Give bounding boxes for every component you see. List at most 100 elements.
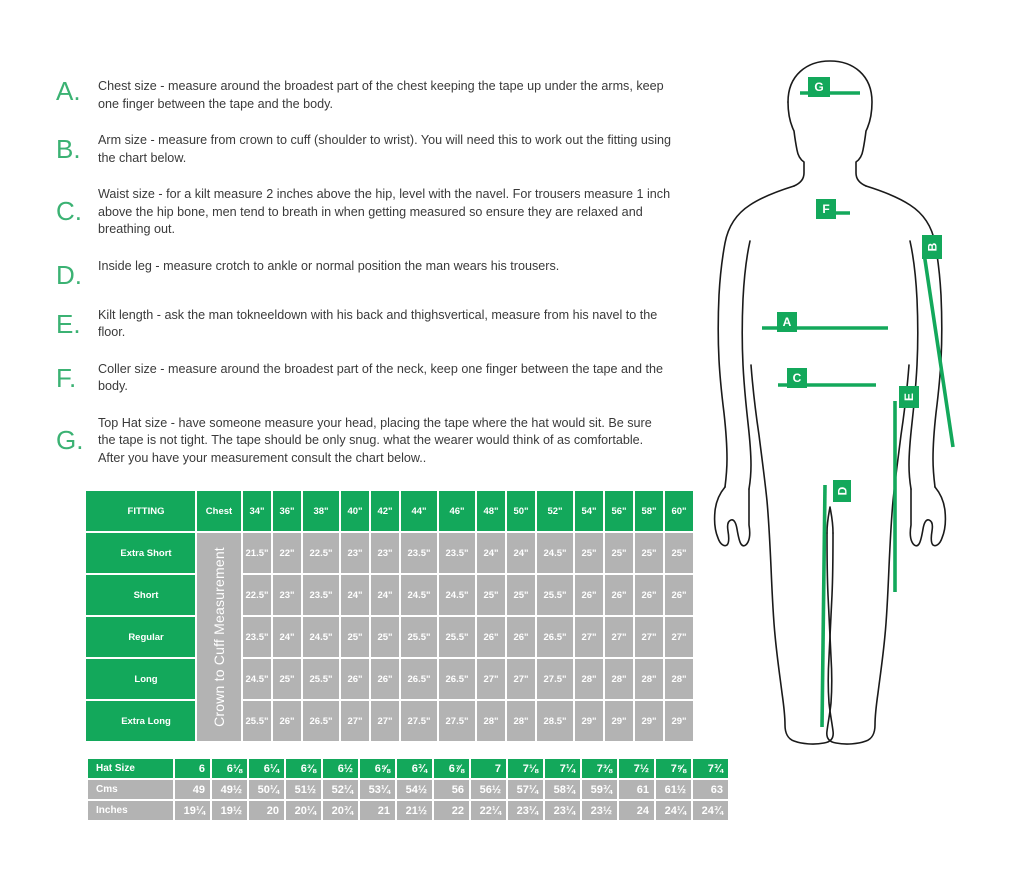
hat-cell-size-13: 7⅝	[656, 759, 691, 778]
hat-cell-size-12: 7½	[619, 759, 654, 778]
cell-long-40: 26"	[341, 659, 369, 699]
hat-cell-size-14: 7¾	[693, 759, 728, 778]
diagram-label-e: E	[899, 386, 919, 408]
cell-extra-long-54: 29"	[575, 701, 603, 741]
cell-long-58: 28"	[635, 659, 663, 699]
right-arm-outer	[865, 185, 943, 488]
hat-cell-inches-12: 24	[619, 801, 654, 820]
cell-long-42: 26"	[371, 659, 399, 699]
cell-regular-46: 25.5"	[439, 617, 475, 657]
instruction-item-f: F. Coller size - measure around the broa…	[52, 361, 672, 396]
cell-short-34: 22.5"	[243, 575, 271, 615]
cell-short-50: 25"	[507, 575, 535, 615]
cell-regular-44: 25.5"	[401, 617, 437, 657]
cell-extra-long-60: 29"	[665, 701, 693, 741]
hat-cell-size-4: 6½	[323, 759, 358, 778]
cell-short-42: 24"	[371, 575, 399, 615]
instruction-text-d: Inside leg - measure crotch to ankle or …	[98, 258, 560, 273]
cell-extra-long-34: 25.5"	[243, 701, 271, 741]
rotated-label-text: Crown to Cuff Measurement	[211, 547, 228, 727]
diagram-label-d-text: D	[834, 486, 849, 496]
instruction-text-b: Arm size - measure from crown to cuff (s…	[98, 133, 672, 165]
header-size-54: 54"	[575, 491, 603, 531]
cell-short-48: 25"	[477, 575, 505, 615]
cell-regular-40: 25"	[341, 617, 369, 657]
cell-short-38: 23.5"	[303, 575, 339, 615]
crown-to-cuff-rotated-label: Crown to Cuff Measurement	[197, 533, 241, 741]
cell-regular-50: 26"	[507, 617, 535, 657]
hat-cell-cms-6: 54½	[397, 780, 432, 799]
instruction-item-b: B. Arm size - measure from crown to cuff…	[52, 132, 672, 167]
cell-long-54: 28"	[575, 659, 603, 699]
hat-cell-size-8: 7	[471, 759, 506, 778]
cell-extra-short-48: 24"	[477, 533, 505, 573]
cell-extra-short-54: 25"	[575, 533, 603, 573]
header-size-50: 50"	[507, 491, 535, 531]
cell-extra-short-44: 23.5"	[401, 533, 437, 573]
cell-regular-42: 25"	[371, 617, 399, 657]
cell-regular-36: 24"	[273, 617, 301, 657]
diagram-label-b: B	[922, 235, 942, 259]
header-size-60: 60"	[665, 491, 693, 531]
cell-extra-short-58: 25"	[635, 533, 663, 573]
cell-short-58: 26"	[635, 575, 663, 615]
table-row: Long 24.5" 25" 25.5" 26" 26" 26.5" 26.5"…	[86, 659, 693, 699]
hat-cell-inches-14: 24¾	[693, 801, 728, 820]
hat-cell-size-9: 7⅛	[508, 759, 543, 778]
table-row: Extra Long 25.5" 26" 26.5" 27" 27" 27.5"…	[86, 701, 693, 741]
instruction-item-g: G. Top Hat size - have someone measure y…	[52, 415, 672, 468]
right-arm-inner	[908, 240, 919, 490]
diagram-label-c-text: C	[792, 371, 802, 385]
header-size-34: 34"	[243, 491, 271, 531]
cell-long-48: 27"	[477, 659, 505, 699]
cell-regular-38: 24.5"	[303, 617, 339, 657]
cell-long-34: 24.5"	[243, 659, 271, 699]
hat-cell-size-3: 6⅜	[286, 759, 321, 778]
cell-extra-short-50: 24"	[507, 533, 535, 573]
cell-extra-short-52: 24.5"	[537, 533, 573, 573]
hat-cell-inches-1: 19½	[212, 801, 247, 820]
header-size-52: 52"	[537, 491, 573, 531]
cell-regular-58: 27"	[635, 617, 663, 657]
cell-regular-54: 27"	[575, 617, 603, 657]
cell-extra-short-56: 25"	[605, 533, 633, 573]
cell-long-46: 26.5"	[439, 659, 475, 699]
instruction-letter-g: G.	[56, 424, 84, 455]
hat-cell-cms-0: 49	[175, 780, 210, 799]
cell-extra-short-34: 21.5"	[243, 533, 271, 573]
hat-cell-cms-7: 56	[434, 780, 469, 799]
diagram-label-f-text: F	[822, 202, 830, 216]
instruction-letter-b: B.	[56, 134, 81, 164]
hat-cell-size-6: 6¾	[397, 759, 432, 778]
hat-cell-inches-9: 23¼	[508, 801, 543, 820]
table-header-row: FITTING Chest 34" 36" 38" 40" 42" 44" 46…	[86, 491, 693, 531]
cell-extra-long-36: 26"	[273, 701, 301, 741]
hat-cell-cms-12: 61	[619, 780, 654, 799]
cell-extra-long-44: 27.5"	[401, 701, 437, 741]
diagram-label-c: C	[787, 368, 807, 388]
cell-extra-long-56: 29"	[605, 701, 633, 741]
hat-cell-cms-8: 56½	[471, 780, 506, 799]
cell-extra-short-60: 25"	[665, 533, 693, 573]
instruction-text-a: Chest size - measure around the broadest…	[98, 79, 664, 111]
diagram-label-g-text: G	[814, 80, 824, 94]
cell-long-44: 26.5"	[401, 659, 437, 699]
hat-cell-cms-13: 61½	[656, 780, 691, 799]
hat-row-inches: Inches 19¼ 19½ 20 20¼ 20¾ 21 21½ 22 22¼ …	[88, 801, 728, 820]
cell-short-36: 23"	[273, 575, 301, 615]
hat-cell-cms-4: 52¼	[323, 780, 358, 799]
fitting-chart: FITTING Chest 34" 36" 38" 40" 42" 44" 46…	[84, 489, 695, 743]
header-size-38: 38"	[303, 491, 339, 531]
line-b-arm	[922, 252, 955, 448]
hat-cell-size-2: 6¼	[249, 759, 284, 778]
body-measurement-diagram: G F B A C E D	[670, 55, 1024, 755]
table-row: Regular 23.5" 24" 24.5" 25" 25" 25.5" 25…	[86, 617, 693, 657]
instruction-letter-c: C.	[56, 196, 82, 226]
hat-cell-inches-2: 20	[249, 801, 284, 820]
hat-cell-cms-9: 57¼	[508, 780, 543, 799]
cell-short-52: 25.5"	[537, 575, 573, 615]
cell-extra-long-42: 27"	[371, 701, 399, 741]
hat-cell-inches-8: 22¼	[471, 801, 506, 820]
cell-extra-long-48: 28"	[477, 701, 505, 741]
